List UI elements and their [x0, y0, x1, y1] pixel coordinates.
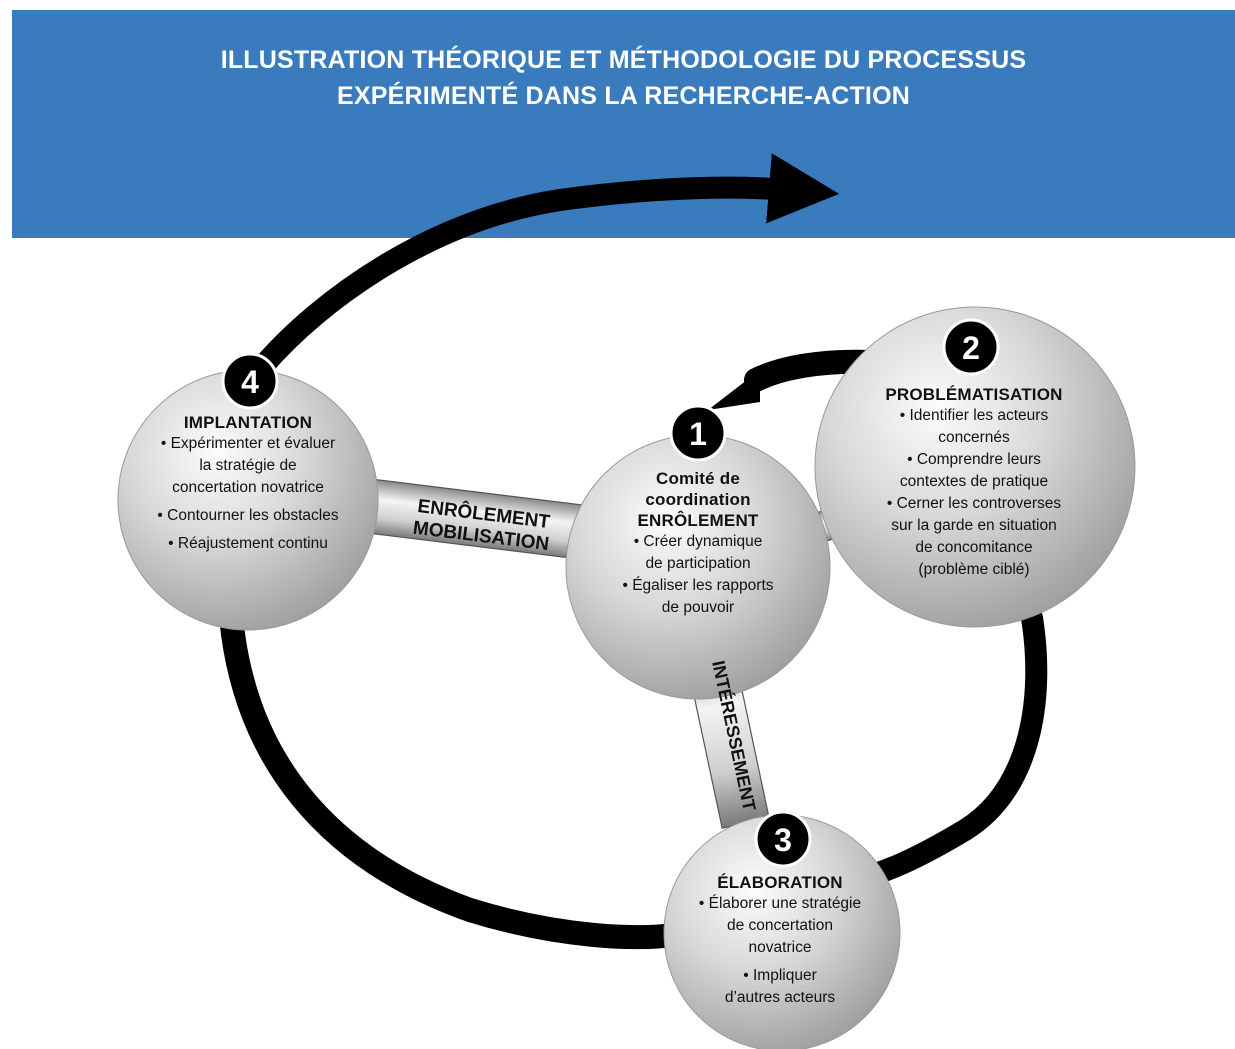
node-2-title: PROBLÉMATISATION — [885, 385, 1063, 404]
node-implantation: IMPLANTATION • Expérimenter et évaluer l… — [138, 412, 358, 555]
badge-1-number: 1 — [689, 416, 707, 452]
node-3-item: de concertation — [727, 917, 833, 934]
node-4-items: • Expérimenter et évaluer la stratégie d… — [138, 433, 358, 555]
node-comite: Comité de coordination ENRÔLEMENT • Crée… — [598, 468, 798, 619]
node-2-item: sur la garde en situation — [891, 517, 1057, 534]
node-2-item: (problème ciblé) — [918, 561, 1030, 578]
node-3-item: d’autres acteurs — [724, 989, 836, 1006]
node-1-item: de participation — [645, 555, 751, 572]
title-line-2: EXPÉRIMENTÉ DANS LA RECHERCHE-ACTION — [337, 82, 910, 110]
arrow-inner-head — [708, 370, 760, 410]
node-1-items: • Créer dynamique de participation • Éga… — [598, 531, 798, 619]
arrow-top — [254, 153, 840, 374]
node-3-item: • Élaborer une stratégie — [698, 895, 862, 912]
badge-4-number: 4 — [241, 364, 259, 400]
badge-3-number: 3 — [774, 822, 792, 858]
node-3-items: • Élaborer une stratégie de concertation… — [680, 893, 880, 1009]
badge-1: 1 — [669, 404, 727, 462]
node-2-item: contextes de pratique — [899, 473, 1049, 490]
badge-4: 4 — [221, 352, 279, 410]
node-2-item: • Cerner les controverses — [886, 495, 1062, 512]
node-4-item: la stratégie de — [199, 457, 297, 474]
node-4-item: • Contourner les obstacles — [157, 507, 339, 524]
node-4-item: • Réajustement continu — [168, 535, 328, 552]
node-4-item: • Expérimenter et évaluer — [160, 435, 336, 452]
arrow-right — [851, 607, 1048, 889]
node-problematisation: PROBLÉMATISATION • Identifier les acteur… — [860, 384, 1088, 581]
node-3-item: • Impliquer — [743, 967, 817, 984]
badge-2: 2 — [942, 318, 1000, 376]
node-elaboration: ÉLABORATION • Élaborer une stratégie de … — [680, 872, 880, 1009]
title-line-1: ILLUSTRATION THÉORIQUE ET MÉTHODOLOGIE D… — [220, 46, 1027, 74]
badge-2-number: 2 — [962, 330, 980, 366]
badge-3: 3 — [754, 810, 812, 868]
node-2-item: de concomitance — [915, 539, 1033, 556]
node-1-item: de pouvoir — [661, 599, 735, 616]
node-2-item: concernés — [938, 429, 1010, 446]
arrow-left — [218, 592, 684, 950]
node-4-item: concertation novatrice — [172, 479, 324, 496]
page-title: ILLUSTRATION THÉORIQUE ET MÉTHODOLOGIE D… — [12, 42, 1235, 114]
node-2-item: • Identifier les acteurs — [899, 407, 1049, 424]
node-1-item: • Égaliser les rapports — [622, 577, 774, 594]
node-1-title-line: coordination — [645, 490, 751, 509]
node-3-title: ÉLABORATION — [717, 873, 843, 892]
node-2-items: • Identifier les acteurs concernés • Com… — [860, 405, 1088, 581]
sphere-2 — [814, 306, 1136, 628]
node-4-title: IMPLANTATION — [183, 413, 313, 432]
node-3-item: novatrice — [748, 939, 812, 956]
node-1-title-line: ENRÔLEMENT — [637, 511, 759, 530]
node-1-item: • Créer dynamique — [633, 533, 763, 550]
node-1-title-line: Comité de — [656, 469, 740, 488]
node-2-item: • Comprendre leurs — [907, 451, 1041, 468]
node-1-title: Comité de coordination ENRÔLEMENT — [598, 468, 798, 531]
